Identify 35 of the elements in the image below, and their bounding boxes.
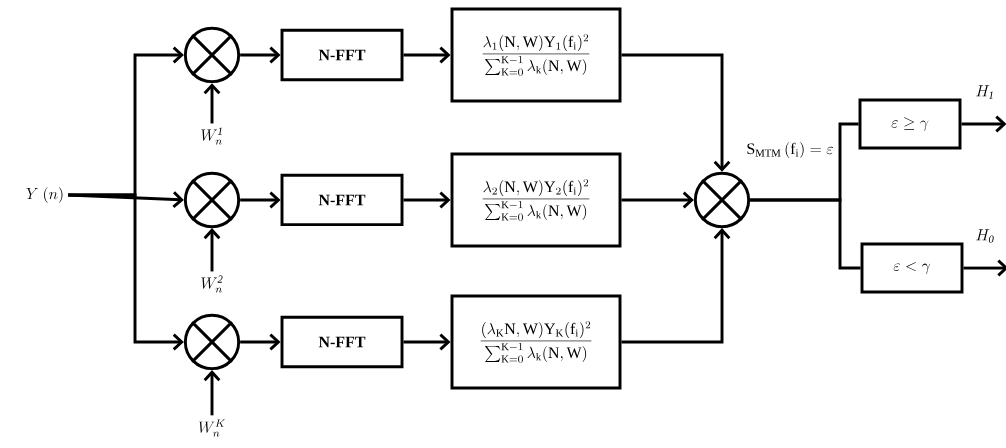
edge-label: $\mathrm{S_{MTM}}\,(\mathrm{f_i}) = \varepsilon$ [745,140,835,160]
arrow [68,193,184,351]
arrow [963,259,1006,277]
arrow [240,46,281,64]
process-box: N-FFT [280,315,404,369]
output-label: $H_\mathit{0}$ [976,229,994,243]
signal-label: $W_n^{\mathit{2}}$ [201,275,223,293]
arrow [403,46,451,64]
arrow [403,191,451,209]
formula-box: $\frac{\lambda_1(\mathrm{N,W})\mathrm{Y}_1(\mathrm{f_i})^2}{\sum_{\mathrm{K}=0}^{\mathrm{K}-1}\lambda_\mathrm{k}(\mathrm{N,W})}$ [450,7,622,103]
arrow [621,53,731,172]
arrow [403,333,451,351]
formula-box: $\frac{(\lambda_\mathrm{K}\mathrm{N,W})\mathrm{Y}_\mathrm{K}(\mathrm{f_i})^2}{\sum_{\mathrm{K}=0}^{\mathrm{K}-1}\lambda_\mathrm{k}(\mathrm{N,W})}$ [450,294,622,390]
arrow [621,228,731,344]
process-box: N-FFT [280,173,404,227]
arrow [240,191,281,209]
arrow [240,333,281,351]
output-label: $H_\mathit{1}$ [976,85,993,99]
signal-label: $W_n^{K}$ [198,419,225,437]
arrow [68,191,184,208]
arrow [203,228,221,272]
arrow [621,191,694,209]
multiplier-symbol [183,26,241,84]
decision-box: $\varepsilon\geq\gamma$ [858,98,962,150]
input-label: $Y\ (n)$ [26,187,63,203]
multiplier-symbol [693,171,751,229]
multiplier-symbol [183,171,241,229]
multiplier-symbol [183,313,241,371]
arrow [203,370,221,416]
arrow [961,115,1006,133]
formula-box: $\frac{\lambda_2(\mathrm{N,W})\mathrm{Y}_2(\mathrm{f_i})^2}{\sum_{\mathrm{K}=0}^{\mathrm{K}-1}\lambda_\mathrm{k}(\mathrm{N,W})}$ [450,152,622,248]
arrow [203,83,221,124]
decision-box: $\varepsilon<\gamma$ [860,242,964,294]
process-box: N-FFT [280,28,404,82]
signal-label: $W_n^{\mathit{1}}$ [201,127,222,145]
